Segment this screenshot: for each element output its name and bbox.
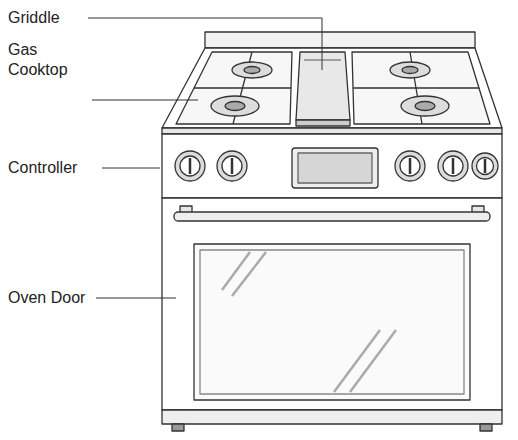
oven-body <box>162 198 502 410</box>
backguard <box>205 32 475 48</box>
foot <box>172 424 184 431</box>
leader-line <box>96 298 176 299</box>
knob-pointers <box>190 158 453 174</box>
leader-line <box>88 18 322 70</box>
window-inner <box>200 250 464 394</box>
grate-bars <box>194 52 291 124</box>
burner <box>211 96 259 116</box>
part-label: Controller <box>8 158 77 178</box>
cooktop-surface <box>162 48 502 128</box>
burner <box>401 96 449 116</box>
foot <box>480 424 492 431</box>
knob-center <box>477 158 494 175</box>
display-panel <box>292 148 378 188</box>
glass-reflection <box>222 252 396 392</box>
leader-lines <box>88 18 322 298</box>
kick-plate <box>162 410 502 424</box>
griddle-front <box>296 120 350 126</box>
leader-line <box>92 100 198 101</box>
burner <box>390 62 430 78</box>
leader-line <box>102 168 160 169</box>
part-label: Gas Cooktop <box>8 40 80 80</box>
burner-cap <box>415 102 435 111</box>
display-screen <box>298 153 372 183</box>
right-grate <box>352 52 490 124</box>
grate-bars <box>353 52 479 124</box>
burner-cap <box>402 67 418 74</box>
burner <box>232 62 272 78</box>
griddle-plate <box>296 52 350 120</box>
part-label: Griddle <box>8 8 60 28</box>
oven-handle <box>174 212 490 221</box>
knob-pointer <box>484 159 487 173</box>
knobs <box>175 151 468 181</box>
oven-window <box>194 244 470 400</box>
part-label: Oven Door <box>8 288 85 308</box>
knob-centers <box>180 156 463 176</box>
knob <box>472 153 498 179</box>
cooktop-edge <box>162 128 502 134</box>
control-panel <box>162 134 502 198</box>
left-grate <box>176 52 292 124</box>
burner-cap <box>244 67 260 74</box>
burner-cap <box>225 102 245 111</box>
